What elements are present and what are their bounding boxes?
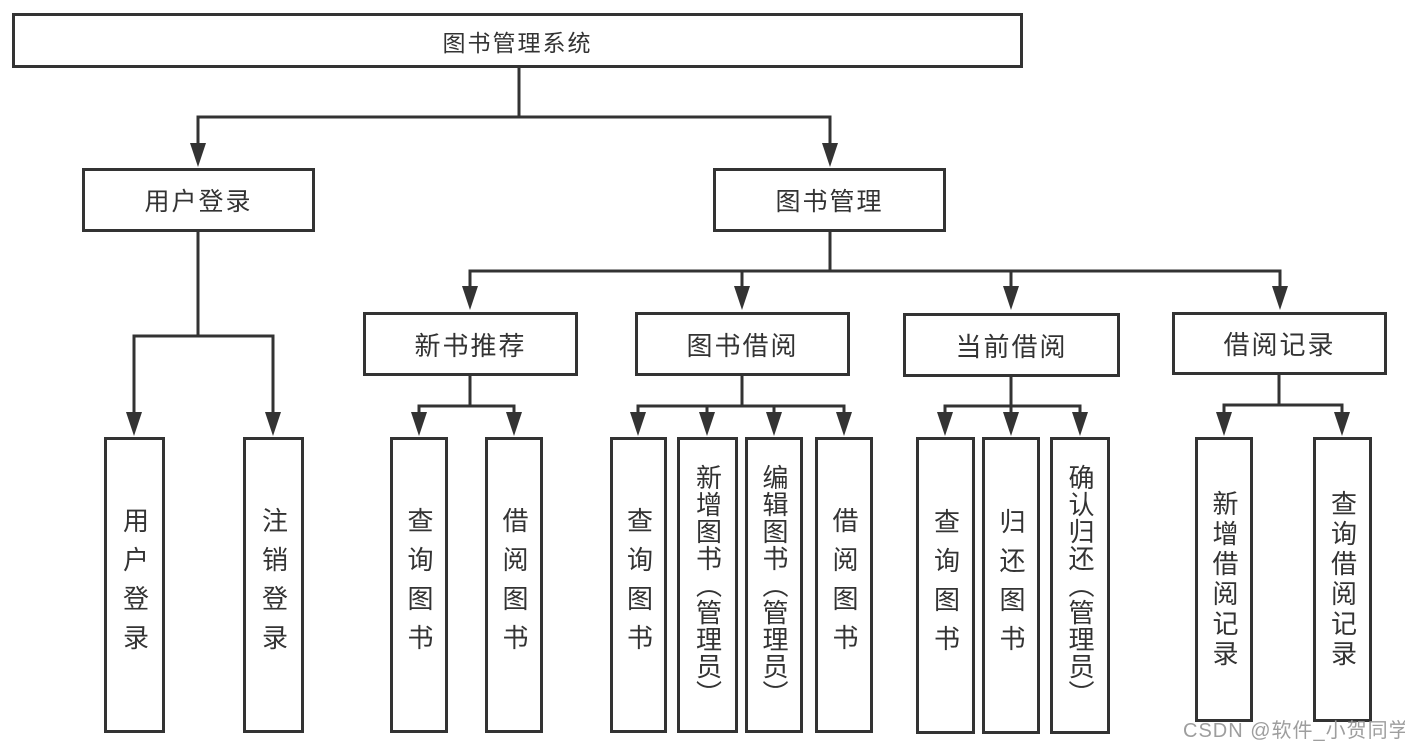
leaf-logout: 注销登录 [243, 437, 304, 733]
node-label: 用户登录 [144, 188, 253, 216]
node-current-borrow: 当前借阅 [903, 313, 1120, 377]
node-label: 归还图书 [996, 507, 1026, 664]
node-label: 当前借阅 [955, 331, 1068, 362]
node-user-login: 用户登录 [82, 168, 315, 232]
leaf-borrow-books-recommend: 借阅图书 [485, 437, 543, 733]
leaf-confirm-return-admin: 确认归还（管理员） [1050, 437, 1110, 734]
node-label: 确认归还（管理员） [1065, 464, 1095, 707]
node-label: 查询借阅记录 [1327, 489, 1358, 670]
leaf-add-borrow-record: 新增借阅记录 [1195, 437, 1253, 722]
node-label: 查询图书 [623, 507, 654, 663]
node-label: 新书推荐 [414, 330, 527, 361]
leaf-return-books: 归还图书 [982, 437, 1040, 734]
node-label: 新增借阅记录 [1209, 489, 1239, 670]
leaf-borrow-books: 借阅图书 [815, 437, 873, 733]
node-label: 借阅图书 [829, 507, 859, 663]
node-label: 注销登录 [258, 507, 289, 663]
node-new-book-recommend: 新书推荐 [363, 312, 578, 376]
leaf-query-books-borrow: 查询图书 [610, 437, 667, 733]
node-book-borrow: 图书借阅 [635, 312, 850, 376]
leaf-query-books-recommend: 查询图书 [390, 437, 448, 733]
node-book-management-system: 图书管理系统 [12, 13, 1023, 68]
leaf-query-books-current: 查询图书 [916, 437, 975, 734]
node-label: 借阅图书 [499, 507, 529, 663]
node-label: 图书借阅 [686, 330, 799, 361]
leaf-edit-books-admin: 编辑图书（管理员） [745, 437, 803, 733]
node-book-management: 图书管理 [713, 168, 946, 232]
leaf-query-borrow-record: 查询借阅记录 [1313, 437, 1372, 722]
leaf-add-books-admin: 新增图书（管理员） [677, 437, 738, 733]
node-label: 查询图书 [404, 507, 434, 663]
node-label: 编辑图书（管理员） [759, 463, 789, 707]
node-label: 图书管理系统 [442, 29, 593, 56]
node-label: 用户登录 [119, 507, 150, 663]
node-label: 借阅记录 [1223, 330, 1336, 360]
node-borrow-records: 借阅记录 [1172, 312, 1387, 375]
leaf-user-login: 用户登录 [104, 437, 165, 733]
node-label: 查询图书 [930, 507, 961, 664]
csdn-watermark: CSDN @软件_小贺同学 [1183, 720, 1405, 742]
node-label: 新增图书（管理员） [692, 463, 723, 707]
node-label: 图书管理 [775, 188, 884, 216]
